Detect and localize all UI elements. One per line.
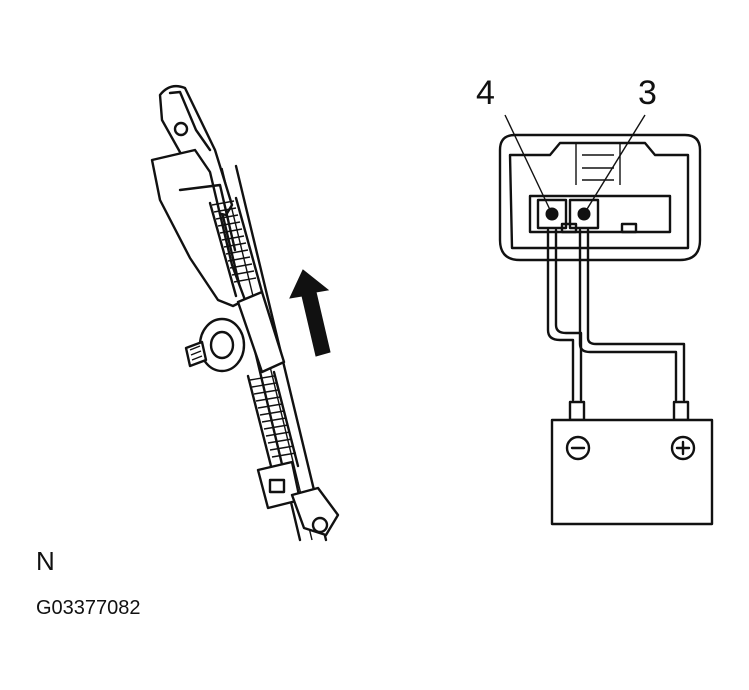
leader-line-4 (504, 114, 553, 215)
up-arrow-icon (289, 269, 331, 357)
terminal-4 (536, 198, 568, 230)
battery-negative-post (568, 400, 586, 422)
leader-line-3 (583, 114, 646, 215)
bolt-head (198, 317, 246, 373)
terminal-3-label: 3 (638, 74, 657, 112)
height-adjuster-assembly (150, 84, 340, 542)
corner-label: N (36, 546, 55, 576)
connector-test-diagram: 4 3 ⊖ ⊕ (476, 74, 714, 526)
terminal-3 (568, 198, 600, 230)
figure-code: G03377082 (36, 597, 141, 619)
lower-spring (249, 375, 297, 458)
upper-spring (211, 200, 257, 283)
terminal-4-label: 4 (476, 74, 495, 112)
slider-block (236, 290, 286, 374)
plus-icon (675, 440, 691, 456)
wire-positive (578, 228, 686, 402)
wire-negative (546, 228, 583, 402)
bolt-stud (184, 340, 208, 368)
battery-positive-post (672, 400, 690, 422)
